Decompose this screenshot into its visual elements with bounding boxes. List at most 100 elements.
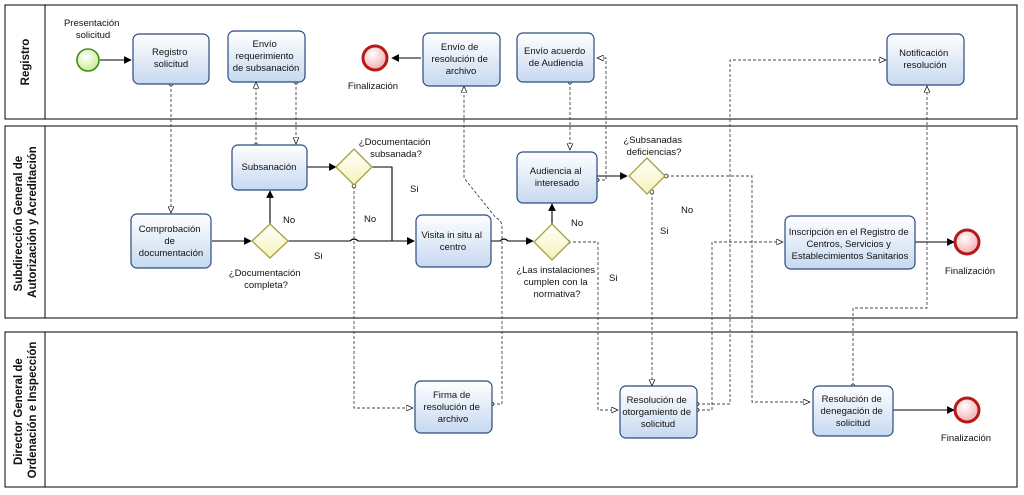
svg-text:Finalización: Finalización xyxy=(348,81,398,92)
flow-labels: No Si Si No No Si No Si xyxy=(283,184,693,284)
gateway-instalaciones: ¿Las instalaciones cumplen con la normat… xyxy=(516,223,597,300)
gateway-documentacion-subsanada-label-line2: subsanada? xyxy=(370,149,422,160)
flow-label-no-completa: No xyxy=(283,215,295,226)
task-envio-resolucion-archivo-line3: archivo xyxy=(446,66,477,77)
task-envio-requerimiento-line1: Envío xyxy=(253,39,277,50)
start-event: Presentación solicitud xyxy=(64,18,122,72)
flow-label-no-instalaciones: No xyxy=(571,218,583,229)
svg-text:¿Documentación completa?: ¿Documentación completa? xyxy=(229,268,303,291)
lane-subdireccion-label-line2: Autorización y Acreditación xyxy=(27,146,39,298)
end-event-director-label: Finalización xyxy=(941,433,991,444)
svg-text:Visita in situ al centro: Visita in situ al centro xyxy=(421,230,484,253)
svg-text:Registro: Registro xyxy=(20,39,32,86)
svg-text:Presentación solicitud: Presentación solicitud xyxy=(64,18,122,41)
gateway-instalaciones-label-line2: cumplen con la xyxy=(524,277,589,288)
task-denegacion-line1: Resolución de xyxy=(822,394,882,405)
start-event-label-line1: Presentación xyxy=(64,18,119,29)
svg-text:Audiencia al interesado: Audiencia al interesado xyxy=(530,166,584,189)
task-inscripcion-line1: Inscripción en el Registro de xyxy=(789,227,909,238)
gateway-documentacion-completa: ¿Documentación completa? xyxy=(229,223,303,291)
flow-label-si-subsanada: Si xyxy=(410,184,418,195)
lane-subdireccion-label-line1: Subdirección General de xyxy=(13,156,25,291)
svg-text:¿Las instalaciones cumpl: ¿Las instalaciones cumplen con la normat… xyxy=(516,265,597,300)
msg-otorgamiento-to-notificacion xyxy=(697,60,886,404)
gateway-instalaciones-label-line3: normativa? xyxy=(534,289,581,300)
svg-text:Subsanación: Subsanación xyxy=(242,162,297,173)
task-otorgamiento-line1: Resolución de xyxy=(627,395,687,406)
task-envio-resolucion-archivo-line1: Envío de xyxy=(441,42,479,53)
msg-denegacion-to-notificacion xyxy=(853,86,927,386)
svg-text:Subdirección General de: Subdirección General de Autorización y A… xyxy=(13,146,39,298)
task-firma: Firma de resolución de archivo xyxy=(414,380,493,434)
gateway-deficiencias-label-line2: deficiencias? xyxy=(627,147,682,158)
end-event-subdireccion: Finalización xyxy=(945,228,995,277)
task-comprobacion-line3: documentación xyxy=(139,248,203,259)
task-envio-resolucion-archivo-line2: resolución de xyxy=(431,54,488,65)
task-visita: Visita in situ al centro xyxy=(415,214,492,268)
msg-audiencia-to-envio-acuerdo xyxy=(597,58,607,180)
gateway-deficiencias-label-line1: ¿Subsanadas xyxy=(623,135,682,146)
task-visita-line2: centro xyxy=(440,242,466,253)
gateway-documentacion-completa-label-line2: completa? xyxy=(244,280,288,291)
task-envio-acuerdo: Envío acuerdo de Audiencia xyxy=(516,32,595,83)
svg-text:¿Subsanadas deficiencias: ¿Subsanadas deficiencias? xyxy=(623,135,684,158)
task-firma-line2: resolución de xyxy=(423,402,480,413)
task-denegacion-line3: solicitud xyxy=(836,418,870,429)
svg-text:Envío de resolución de: Envío de resolución de archivo xyxy=(431,42,490,77)
task-otorgamiento-line2: otorgamiento de xyxy=(622,407,691,418)
flow-label-si-deficiencias: Si xyxy=(660,226,668,237)
task-otorgamiento: Resolución de otorgamiento de solicitud xyxy=(619,385,698,439)
svg-text:Comprobación de do: Comprobación de documentación xyxy=(139,224,203,259)
msg-otorgamiento-to-inscripcion xyxy=(697,242,783,410)
gateway-deficiencias: ¿Subsanadas deficiencias? xyxy=(623,135,684,195)
task-firma-line3: archivo xyxy=(438,414,469,425)
task-envio-requerimiento-line3: de subsanación xyxy=(233,63,300,74)
gateway-documentacion-subsanada: ¿Documentación subsanada? xyxy=(335,137,433,186)
svg-text:Resolución de denegación: Resolución de denegación de solicitud xyxy=(821,394,886,429)
svg-text:Notificación resolución: Notificación resolución xyxy=(899,48,951,71)
flow-label-no-subsanada: No xyxy=(364,214,376,225)
task-firma-line1: Firma de xyxy=(433,390,470,401)
task-inscripcion-line3: Establecimientos Sanitarios xyxy=(792,251,909,262)
message-flows xyxy=(171,58,927,410)
task-otorgamiento-line3: solicitud xyxy=(641,419,675,430)
task-inscripcion-line2: Centros, Servicios y xyxy=(806,239,891,250)
task-notificacion-line2: resolución xyxy=(903,60,946,71)
task-envio-requerimiento: Envío requerimiento de subsanación xyxy=(227,30,306,83)
task-inscripcion: Inscripción en el Registro de Centros, S… xyxy=(784,215,916,270)
gateway-documentacion-completa-label-line1: ¿Documentación xyxy=(229,268,301,279)
end-event-registro-label: Finalización xyxy=(348,81,398,92)
task-comprobacion-line1: Comprobación xyxy=(139,224,201,235)
flow-label-no-deficiencias: No xyxy=(681,205,693,216)
task-notificacion-line1: Notificación xyxy=(899,48,948,59)
svg-text:Inscripción en el Registro de: Inscripción en el Registro de Centros, S… xyxy=(789,227,912,262)
svg-text:Envío acuerdo de Audienc: Envío acuerdo de Audiencia xyxy=(524,46,588,69)
task-visita-line1: Visita in situ al xyxy=(421,230,482,241)
start-event-label-line2: solicitud xyxy=(76,30,110,41)
task-envio-acuerdo-line1: Envío acuerdo xyxy=(524,46,585,57)
svg-text:Finalización: Finalización xyxy=(941,433,991,444)
svg-text:Finalización: Finalización xyxy=(945,266,995,277)
flow-label-si-instalaciones: Si xyxy=(609,273,617,284)
task-denegacion-line2: denegación de xyxy=(821,406,883,417)
svg-text:Resolución de otorgamien: Resolución de otorgamiento de solicitud xyxy=(622,395,693,430)
task-notificacion: Notificación resolución xyxy=(886,33,965,86)
end-event-subdireccion-label: Finalización xyxy=(945,266,995,277)
end-event-registro: Finalización xyxy=(348,44,398,92)
msg-gw-subsanada-to-firma xyxy=(354,186,413,408)
lane-registro-label: Registro xyxy=(20,39,32,86)
task-denegacion: Resolución de denegación de solicitud xyxy=(812,385,894,437)
svg-text:Director General de Orde: Director General de Ordenación e Inspecc… xyxy=(13,342,39,479)
svg-text:Registro solicitud: Registro solicitud xyxy=(152,47,190,70)
task-subsanacion-line1: Subsanación xyxy=(242,162,297,173)
task-envio-acuerdo-line2: de Audiencia xyxy=(529,58,584,69)
task-comprobacion: Comprobación de documentación xyxy=(130,213,212,269)
task-registro-solicitud-line1: Registro xyxy=(152,47,187,58)
msg-gw-instalaciones-to-otorgamiento xyxy=(568,242,618,410)
task-envio-requerimiento-line2: requerimiento xyxy=(236,51,294,62)
gateway-instalaciones-label-line1: ¿Las instalaciones xyxy=(516,265,595,276)
svg-text:Firma de resolución de: Firma de resolución de archivo xyxy=(423,390,482,425)
task-audiencia-line2: interesado xyxy=(535,178,579,189)
svg-text:¿Documentación subsanada: ¿Documentación subsanada? xyxy=(359,137,433,160)
